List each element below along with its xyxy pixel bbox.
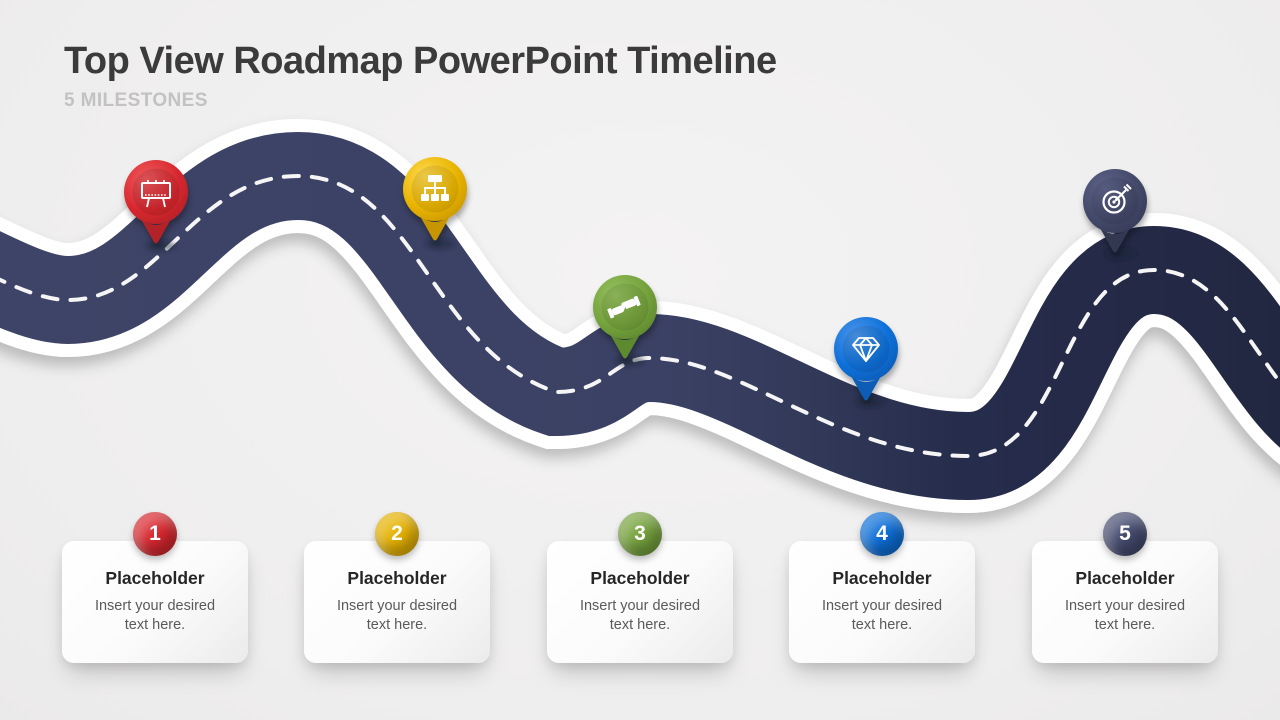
milestone-number-badge: 3 [618, 512, 662, 556]
card-title: Placeholder [1075, 568, 1175, 588]
slide-title: Top View Roadmap PowerPoint Timeline [64, 40, 777, 82]
milestone-number-badge: 1 [133, 512, 177, 556]
target-icon [1102, 183, 1132, 214]
slide-header: Top View Roadmap PowerPoint Timeline 5 M… [64, 40, 777, 112]
milestone-pin-1 [124, 160, 188, 244]
slide-subtitle: 5 MILESTONES [64, 90, 208, 111]
milestone-card: 5 Placeholder Insert your desired text h… [1032, 512, 1218, 663]
milestone-number-badge: 5 [1103, 512, 1147, 556]
diamond-icon [852, 337, 880, 362]
milestone-number-badge: 4 [860, 512, 904, 556]
billboard-icon [141, 180, 171, 208]
milestone-card: 3 Placeholder Insert your desired text h… [547, 512, 733, 663]
card-title: Placeholder [590, 568, 690, 588]
org-chart-icon [421, 175, 449, 201]
milestone-pin-3 [593, 275, 657, 359]
milestone-number-badge: 2 [375, 512, 419, 556]
milestone-card: 2 Placeholder Insert your desired text h… [304, 512, 490, 663]
card-title: Placeholder [105, 568, 205, 588]
handshake-icon [607, 295, 641, 319]
card-body: Insert your desired text here. [1064, 598, 1186, 633]
milestone-pin-4 [834, 317, 898, 401]
milestone-card: 4 Placeholder Insert your desired text h… [789, 512, 975, 663]
milestone-pin-2 [403, 157, 467, 241]
road-center-line [0, 173, 1280, 459]
card-title: Placeholder [832, 568, 932, 588]
card-body: Insert your desired text here. [579, 598, 701, 633]
milestone-card: 1 Placeholder Insert your desired text h… [62, 512, 248, 663]
card-body: Insert your desired text here. [94, 598, 216, 633]
card-body: Insert your desired text here. [336, 598, 458, 633]
road [0, 118, 1280, 514]
milestone-pin-5 [1083, 169, 1147, 253]
card-title: Placeholder [347, 568, 447, 588]
card-body: Insert your desired text here. [821, 598, 943, 633]
